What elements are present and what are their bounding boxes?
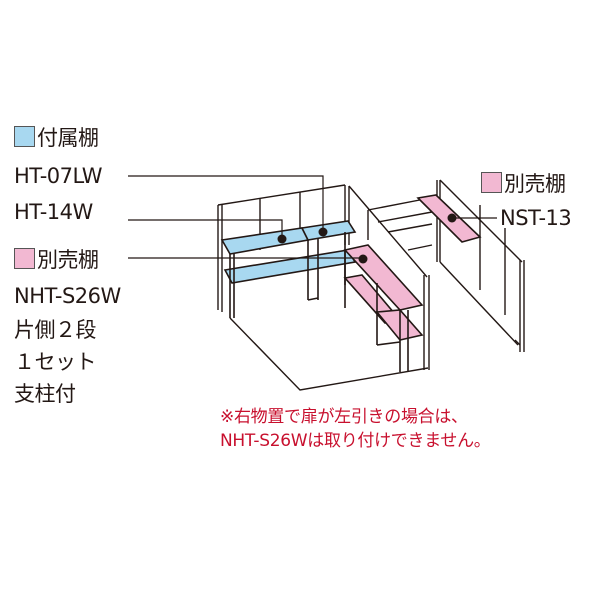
legend-sold-title: 別売棚 <box>37 248 99 272</box>
nht-s26w-shelves <box>343 244 424 372</box>
swatch-pink <box>481 172 502 193</box>
model-ht-14w: HT-14W <box>14 200 93 224</box>
marker-nht-s26w <box>358 254 368 264</box>
legend-included: 付属棚 <box>14 126 99 150</box>
marker-ht07lw <box>318 227 328 237</box>
model-nht-s26w: NHT-S26W <box>14 284 121 308</box>
installation-note: ※右物置で扉が左引きの場合は、 NHT-S26Wは取り付けできません。 <box>220 405 491 453</box>
model-nst-13: NST-13 <box>500 206 572 230</box>
shed-outline <box>217 179 525 391</box>
note-line-1: ※右物置で扉が左引きの場合は、 <box>220 407 468 427</box>
detail-one-set: １セット <box>14 350 97 374</box>
note-line-2: NHT-S26Wは取り付けできません。 <box>220 431 491 451</box>
marker-ht14w <box>277 234 287 244</box>
legend-sold-right-title: 別売棚 <box>504 172 566 196</box>
included-shelves <box>220 220 357 318</box>
swatch-blue <box>14 126 35 147</box>
marker-nst13 <box>447 213 457 223</box>
leader-lines <box>128 175 497 259</box>
legend-sold-separately-right: 別売棚 <box>481 172 566 196</box>
legend-included-title: 付属棚 <box>37 126 99 150</box>
legend-sold-separately-left: 別売棚 <box>14 248 99 272</box>
model-ht-07lw: HT-07LW <box>14 164 103 188</box>
marker-dots <box>277 213 457 264</box>
detail-with-posts: 支柱付 <box>14 382 76 406</box>
detail-two-tiers: 片側２段 <box>14 318 97 342</box>
swatch-pink <box>14 248 35 269</box>
